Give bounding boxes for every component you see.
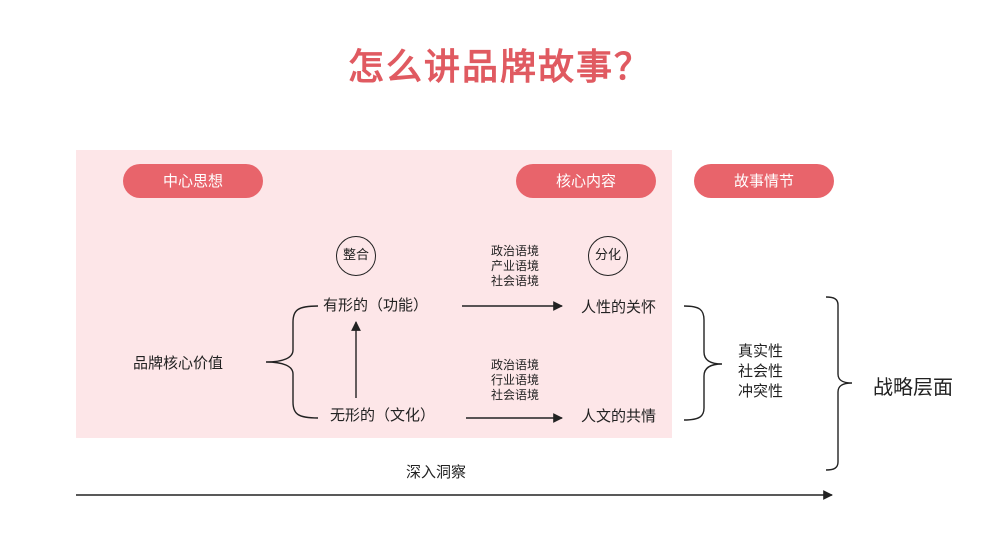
tangible-label: 有形的（功能） bbox=[323, 296, 429, 314]
page-title: 怎么讲品牌故事？ bbox=[347, 47, 652, 88]
context-item: 政治语境 bbox=[491, 244, 540, 258]
central-idea-badge: 中心思想 bbox=[123, 164, 263, 198]
context-item: 社会语境 bbox=[491, 388, 540, 402]
story-plot-badge: 故事情节 bbox=[694, 164, 834, 198]
core-content-badge: 核心内容 bbox=[516, 164, 656, 198]
humanity-resonance-label: 人文的共情 bbox=[581, 407, 657, 425]
contexts-bottom-list: 政治语境 行业语境 社会语境 bbox=[491, 358, 539, 403]
qualities-list: 真实性 社会性 冲突性 bbox=[738, 341, 783, 401]
strategic-level-label: 战略层面 bbox=[873, 375, 953, 399]
split-brace bbox=[265, 305, 319, 419]
strategic-brace bbox=[825, 296, 853, 471]
quality-item: 冲突性 bbox=[738, 382, 784, 400]
brand-core-value-label: 品牌核心价值 bbox=[133, 354, 224, 372]
context-item: 政治语境 bbox=[491, 358, 540, 372]
deep-insight-label: 深入洞察 bbox=[406, 463, 467, 481]
context-item: 行业语境 bbox=[491, 373, 540, 387]
differentiate-circle: 分化 bbox=[588, 236, 628, 276]
humanity-care-label: 人性的关怀 bbox=[581, 298, 657, 316]
context-item: 社会语境 bbox=[491, 274, 540, 288]
merge-brace bbox=[683, 305, 723, 421]
quality-item: 真实性 bbox=[738, 342, 784, 360]
intangible-label: 无形的（文化） bbox=[330, 406, 436, 424]
quality-item: 社会性 bbox=[738, 362, 784, 380]
strategy-panel bbox=[76, 150, 672, 438]
contexts-top-list: 政治语境 产业语境 社会语境 bbox=[491, 244, 539, 289]
context-item: 产业语境 bbox=[491, 259, 540, 273]
integrate-circle: 整合 bbox=[336, 236, 376, 276]
